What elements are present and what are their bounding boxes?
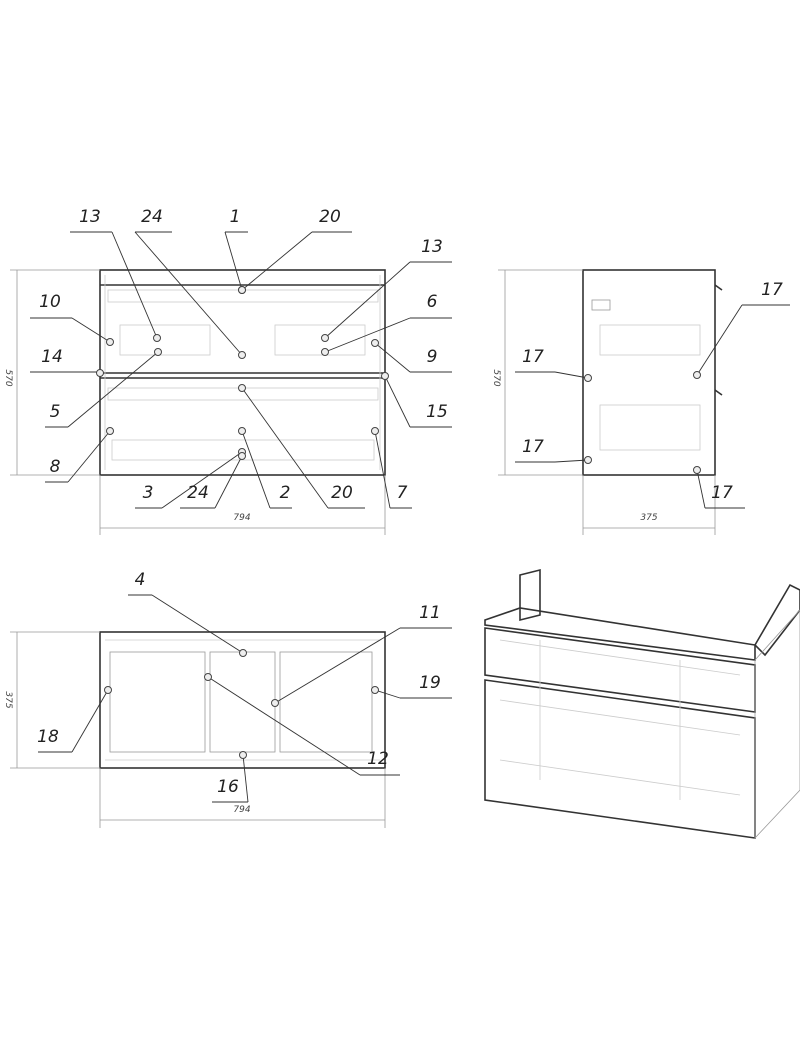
part-number-label: 5 [50, 402, 61, 422]
part-number-label: 14 [41, 347, 63, 367]
callout-leader-line [224, 231, 243, 291]
callout-leader-line [324, 261, 411, 339]
part-number-label: 10 [39, 292, 61, 312]
side-height-dimension: 570 [491, 369, 501, 386]
callout-leader-line [554, 371, 589, 379]
part-marker-point [106, 338, 114, 346]
part-number-label: 24 [141, 207, 163, 227]
part-number-label: 17 [522, 347, 544, 367]
callout-leader-line [214, 455, 243, 509]
top-depth-dimension: 375 [3, 691, 13, 708]
part-marker-point [271, 699, 279, 707]
part-marker-point [239, 751, 247, 759]
callout-leader-line [151, 594, 244, 654]
part-marker-point [104, 686, 112, 694]
part-number-label: 20 [331, 483, 353, 503]
part-number-label: 18 [37, 727, 59, 747]
top-width-dimension: 794 [233, 805, 250, 815]
front-height-dimension: 570 [3, 369, 13, 386]
callout-leader-line [696, 469, 706, 509]
part-number-label: 17 [522, 437, 544, 457]
part-number-label: 17 [761, 280, 783, 300]
callout-leader-line [384, 375, 411, 428]
part-marker-point [584, 456, 592, 464]
callout-leader-line [71, 689, 109, 753]
part-marker-point [238, 351, 246, 359]
part-number-label: 19 [419, 673, 441, 693]
part-marker-point [238, 452, 246, 460]
part-number-label: 11 [419, 603, 441, 623]
part-marker-point [154, 348, 162, 356]
part-number-label: 7 [397, 483, 408, 503]
part-number-label: 8 [50, 457, 61, 477]
callout-layer: 13 24 1 20 13 10 6 14 9 5 15 8 3 24 2 20 7 17 17 17 17 4 11 19 1… [30, 207, 790, 803]
part-number-label: 24 [187, 483, 209, 503]
part-marker-point [371, 427, 379, 435]
callout-leader-line [374, 342, 411, 373]
part-marker-point [153, 334, 161, 342]
callout-leader-line [374, 430, 391, 509]
callout-leader-line [207, 676, 361, 776]
front-width-dimension: 794 [233, 513, 250, 523]
side-view: 570 375 [491, 269, 723, 535]
top-view: 375 794 [3, 631, 386, 828]
part-number-label: 4 [135, 570, 146, 590]
part-number-label: 13 [421, 237, 443, 257]
part-marker-point [371, 686, 379, 694]
part-marker-point [584, 374, 592, 382]
part-marker-point [381, 372, 389, 380]
part-marker-point [693, 466, 701, 474]
callout-leader-line [161, 451, 243, 509]
callout-leader-line [324, 317, 411, 353]
part-marker-point [321, 334, 329, 342]
callout-leader-line [241, 430, 271, 509]
callout-leader-line [274, 627, 401, 704]
callout-leader-line [242, 754, 249, 803]
part-number-label: 3 [143, 483, 154, 503]
part-number-label: 16 [217, 777, 239, 797]
callout-leader-line [241, 231, 313, 291]
part-number-label: 20 [319, 207, 341, 227]
callout-leader-line [71, 317, 111, 343]
part-number-label: 1 [230, 207, 241, 227]
part-marker-point [238, 286, 246, 294]
part-number-label: 6 [427, 292, 438, 312]
callout-leader-line [67, 351, 159, 428]
part-marker-point [204, 673, 212, 681]
callout-leader-line [374, 689, 401, 699]
callout-leader-line [111, 231, 158, 339]
callout-leader-line [67, 430, 111, 483]
part-marker-point [106, 427, 114, 435]
part-marker-point [371, 339, 379, 347]
part-marker-point [238, 427, 246, 435]
part-marker-point [321, 348, 329, 356]
callout-leader-line [134, 231, 243, 356]
isometric-view [484, 568, 800, 840]
part-number-label: 13 [79, 207, 101, 227]
part-marker-point [96, 369, 104, 377]
part-number-label: 17 [711, 483, 733, 503]
part-number-label: 9 [427, 347, 438, 367]
part-marker-point [238, 384, 246, 392]
part-marker-point [693, 371, 701, 379]
callout-leader-line [696, 304, 743, 376]
callout-leader-line [241, 387, 329, 509]
part-number-label: 12 [367, 749, 389, 769]
part-marker-point [239, 649, 247, 657]
side-depth-dimension: 375 [640, 513, 657, 523]
callout-leader-line [554, 459, 589, 463]
part-number-label: 2 [280, 483, 291, 503]
part-number-label: 15 [426, 402, 448, 422]
